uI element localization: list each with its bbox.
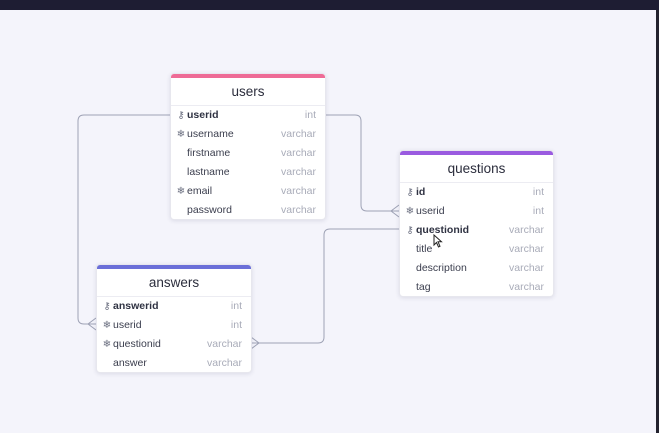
field-type: int: [532, 205, 544, 217]
field-type: varchar: [206, 338, 242, 350]
relation-questions-answers: [251, 228, 399, 344]
field-type: varchar: [508, 281, 544, 293]
field-type: int: [304, 109, 316, 121]
field-type: int: [532, 186, 544, 198]
field-name: userid: [416, 205, 445, 217]
field-name: description: [416, 262, 467, 274]
field-name: title: [416, 243, 433, 255]
field-row-password[interactable]: password varchar: [171, 201, 325, 219]
field-type: int: [230, 300, 242, 312]
field-type: varchar: [280, 166, 316, 178]
field-type: varchar: [280, 185, 316, 197]
field-name: answer: [113, 357, 147, 369]
table-color-bar: [97, 265, 251, 269]
field-name: questionid: [416, 224, 470, 236]
field-type: varchar: [280, 128, 316, 140]
field-name: tag: [416, 281, 431, 293]
field-row-username[interactable]: ❄username varchar: [171, 125, 325, 144]
key-icon: ⚷: [406, 187, 414, 198]
crowfoot-answers-userid: [87, 317, 97, 331]
field-row-answerid[interactable]: ⚷answerid int: [97, 297, 251, 316]
unique-icon: ❄: [405, 206, 415, 217]
key-icon: ⚷: [406, 225, 414, 236]
table-answers[interactable]: answers ⚷answerid int ❄userid int ❄questioni…: [96, 264, 252, 373]
unique-icon: ❄: [176, 129, 186, 140]
field-type: varchar: [280, 147, 316, 159]
field-row-questionid[interactable]: ⚷questionid varchar: [400, 221, 553, 240]
field-name: username: [187, 128, 234, 140]
unique-icon: ❄: [176, 186, 186, 197]
field-row-description[interactable]: description varchar: [400, 259, 553, 278]
field-name: id: [416, 186, 426, 198]
field-row-title[interactable]: title varchar: [400, 240, 553, 259]
crowfoot-answers-questionid: [250, 336, 260, 350]
field-row-lastname[interactable]: lastname varchar: [171, 163, 325, 182]
field-name: password: [187, 204, 232, 216]
table-color-bar: [400, 151, 553, 155]
field-type: varchar: [206, 357, 242, 369]
field-type: varchar: [508, 224, 544, 236]
relation-users-questions: [325, 114, 399, 212]
table-color-bar: [171, 74, 325, 78]
key-icon: ⚷: [103, 301, 111, 312]
field-row-answer[interactable]: answer varchar: [97, 354, 251, 372]
field-row-userid[interactable]: ❄userid int: [400, 202, 553, 221]
field-row-userid[interactable]: ❄userid int: [97, 316, 251, 335]
field-name: userid: [113, 319, 142, 331]
field-row-tag[interactable]: tag varchar: [400, 278, 553, 296]
field-type: varchar: [508, 243, 544, 255]
field-type: varchar: [508, 262, 544, 274]
table-title[interactable]: questions: [400, 155, 553, 183]
field-list: ⚷answerid int ❄userid int ❄questionid varchar…: [97, 297, 251, 372]
field-row-email[interactable]: ❄email varchar: [171, 182, 325, 201]
table-title[interactable]: answers: [97, 269, 251, 297]
app-top-bar: [0, 0, 659, 10]
field-row-userid[interactable]: ⚷userid int: [171, 106, 325, 125]
field-row-questionid[interactable]: ❄questionid varchar: [97, 335, 251, 354]
field-name: answerid: [113, 300, 159, 312]
field-row-id[interactable]: ⚷id int: [400, 183, 553, 202]
crowfoot-questions-userid: [390, 204, 400, 218]
unique-icon: ❄: [102, 320, 112, 331]
key-icon: ⚷: [177, 110, 185, 121]
field-name: firstname: [187, 147, 231, 159]
field-name: email: [187, 185, 213, 197]
field-type: varchar: [280, 204, 316, 216]
window-edge: [656, 10, 659, 433]
field-row-firstname[interactable]: firstname varchar: [171, 144, 325, 163]
mouse-pointer-icon: [433, 234, 443, 248]
field-name: questionid: [113, 338, 161, 350]
field-name: lastname: [187, 166, 230, 178]
table-title[interactable]: users: [171, 78, 325, 106]
field-name: userid: [187, 109, 219, 121]
field-type: int: [230, 319, 242, 331]
unique-icon: ❄: [102, 339, 112, 350]
